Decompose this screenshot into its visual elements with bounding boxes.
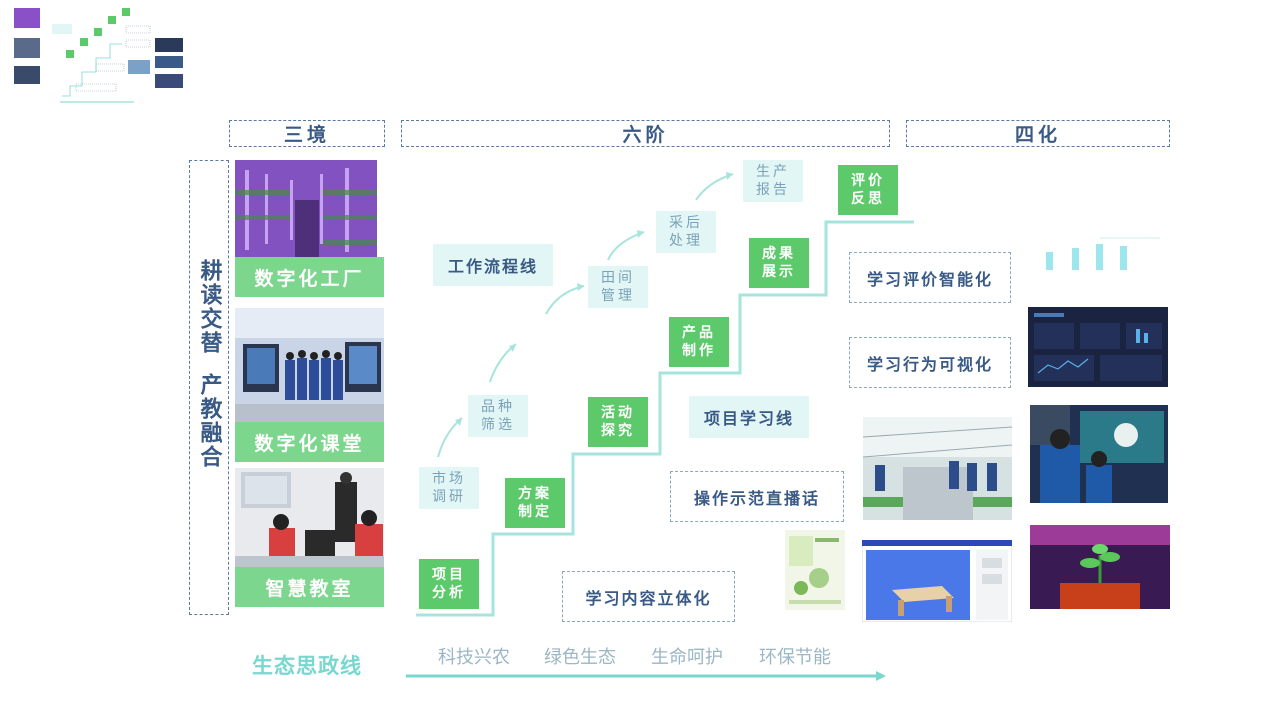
workflow-post-harvest: 采后 处理 bbox=[656, 211, 716, 253]
greenhouse-photo bbox=[862, 417, 1013, 520]
label-smart-classroom: 智慧教室 bbox=[235, 567, 384, 607]
3d-model-screen bbox=[861, 539, 1013, 623]
ecology-item-4: 环保节能 bbox=[759, 647, 831, 668]
label-evaluation-intelligent: 学习评价智能化 bbox=[849, 252, 1011, 303]
thumbnail-preview bbox=[10, 0, 188, 105]
plant-3d-image bbox=[1030, 525, 1170, 609]
vertical-banner: 耕读交替 产教融合 bbox=[189, 160, 229, 615]
students-screen-photo bbox=[1030, 405, 1168, 503]
digital-factory-photo bbox=[235, 160, 377, 258]
ecology-title: 生态思政线 bbox=[252, 654, 362, 678]
dashboard-screen-image bbox=[1028, 307, 1168, 387]
ecology-item-3: 生命呵护 bbox=[651, 647, 723, 668]
label-workflow-line: 工作流程线 bbox=[433, 244, 553, 286]
label-project-line: 项目学习线 bbox=[689, 396, 809, 438]
step-activity-inquiry: 活动 探究 bbox=[588, 397, 648, 447]
digital-classroom-photo bbox=[235, 308, 384, 423]
header-sihua: 四化 bbox=[906, 120, 1170, 147]
step-plan-making: 方案 制定 bbox=[505, 478, 565, 528]
smart-classroom-photo bbox=[235, 468, 384, 568]
label-digital-classroom: 数字化课堂 bbox=[235, 422, 384, 462]
banner-line-2: 产教融合 bbox=[196, 373, 222, 469]
banner-line-1: 耕读交替 bbox=[196, 259, 222, 355]
workflow-variety-screening: 品种 筛选 bbox=[468, 395, 528, 437]
header-sanjing: 三境 bbox=[229, 120, 385, 147]
header-liujie: 六阶 bbox=[401, 120, 890, 147]
workflow-production-report: 生产 报告 bbox=[743, 160, 803, 202]
step-evaluation-reflection: 评价 反思 bbox=[838, 165, 898, 215]
step-project-analysis: 项目 分析 bbox=[419, 559, 479, 609]
book-cover-image bbox=[785, 530, 845, 610]
step-product-making: 产品 制作 bbox=[669, 317, 729, 367]
workflow-market-research: 市场 调研 bbox=[419, 467, 479, 509]
label-digital-factory: 数字化工厂 bbox=[235, 257, 384, 297]
ecology-item-2: 绿色生态 bbox=[544, 647, 616, 668]
label-content-3d: 学习内容立体化 bbox=[562, 571, 735, 622]
label-live-demo: 操作示范直播话 bbox=[670, 471, 844, 522]
step-result-display: 成果 展示 bbox=[749, 238, 809, 288]
bar-indicator-image bbox=[1040, 236, 1168, 276]
workflow-field-management: 田间 管理 bbox=[588, 266, 648, 308]
ecology-item-1: 科技兴农 bbox=[438, 647, 510, 668]
label-behavior-visual: 学习行为可视化 bbox=[849, 337, 1011, 388]
